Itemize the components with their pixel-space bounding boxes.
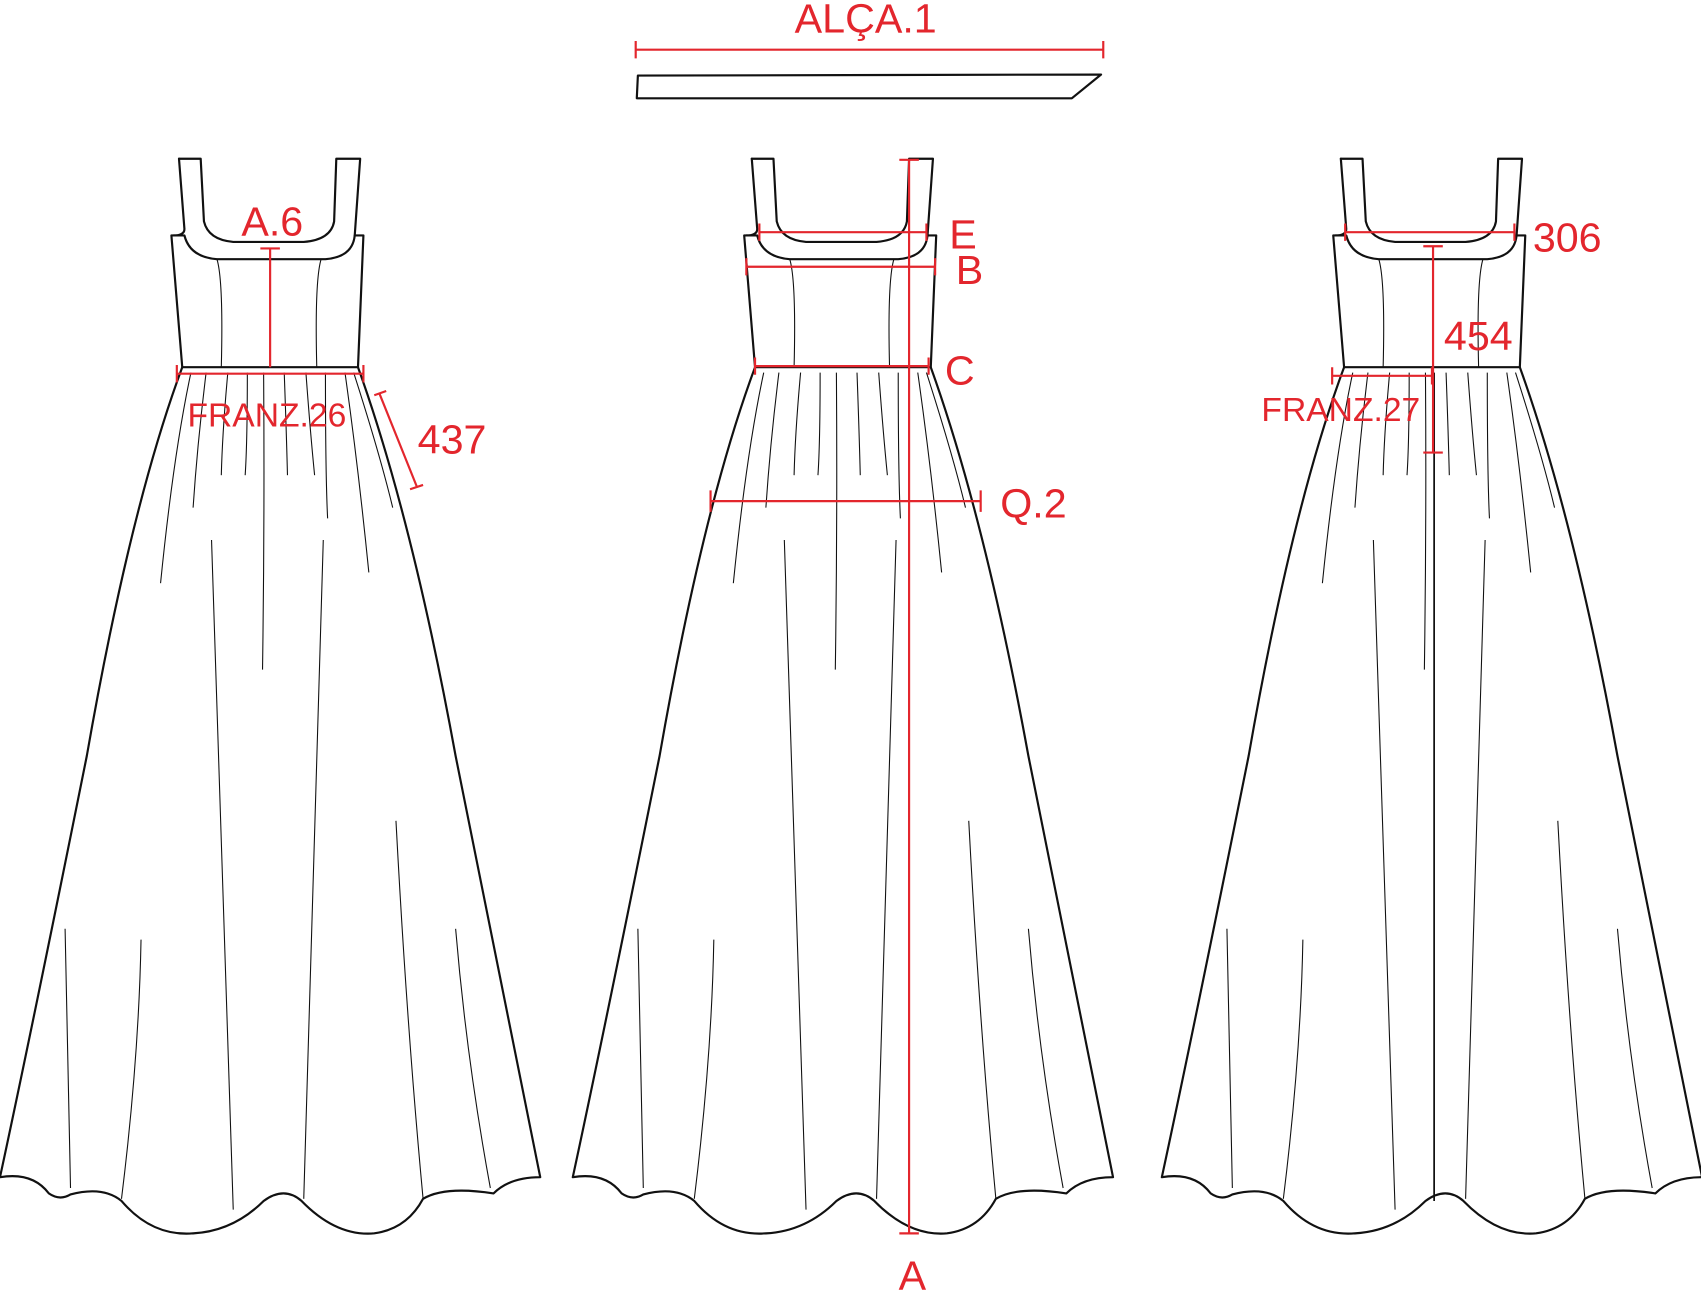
gather-label: FRANZ.26: [187, 398, 346, 435]
back-view: 306 454 FRANZ.27: [1160, 157, 1701, 1235]
measure-view: E B C Q.2 A: [571, 157, 1115, 1296]
gather-label: FRANZ.27: [1261, 392, 1420, 429]
hip-label: Q.2: [1000, 480, 1066, 526]
front-view: A.6 FRANZ.26 437: [0, 157, 542, 1235]
skirt-seam-label: 437: [418, 417, 487, 463]
neck-width-label: 306: [1533, 215, 1602, 261]
waist-label: C: [945, 348, 975, 394]
length-label: A: [899, 1253, 927, 1296]
neck-drop-label: A.6: [241, 199, 303, 245]
bodice-length-label: 454: [1444, 313, 1513, 359]
neck-width-label: E: [949, 211, 976, 257]
strap-label: ALÇA.1: [795, 0, 937, 41]
chest-label: B: [956, 247, 983, 293]
strap-piece: ALÇA.1: [634, 0, 1105, 100]
